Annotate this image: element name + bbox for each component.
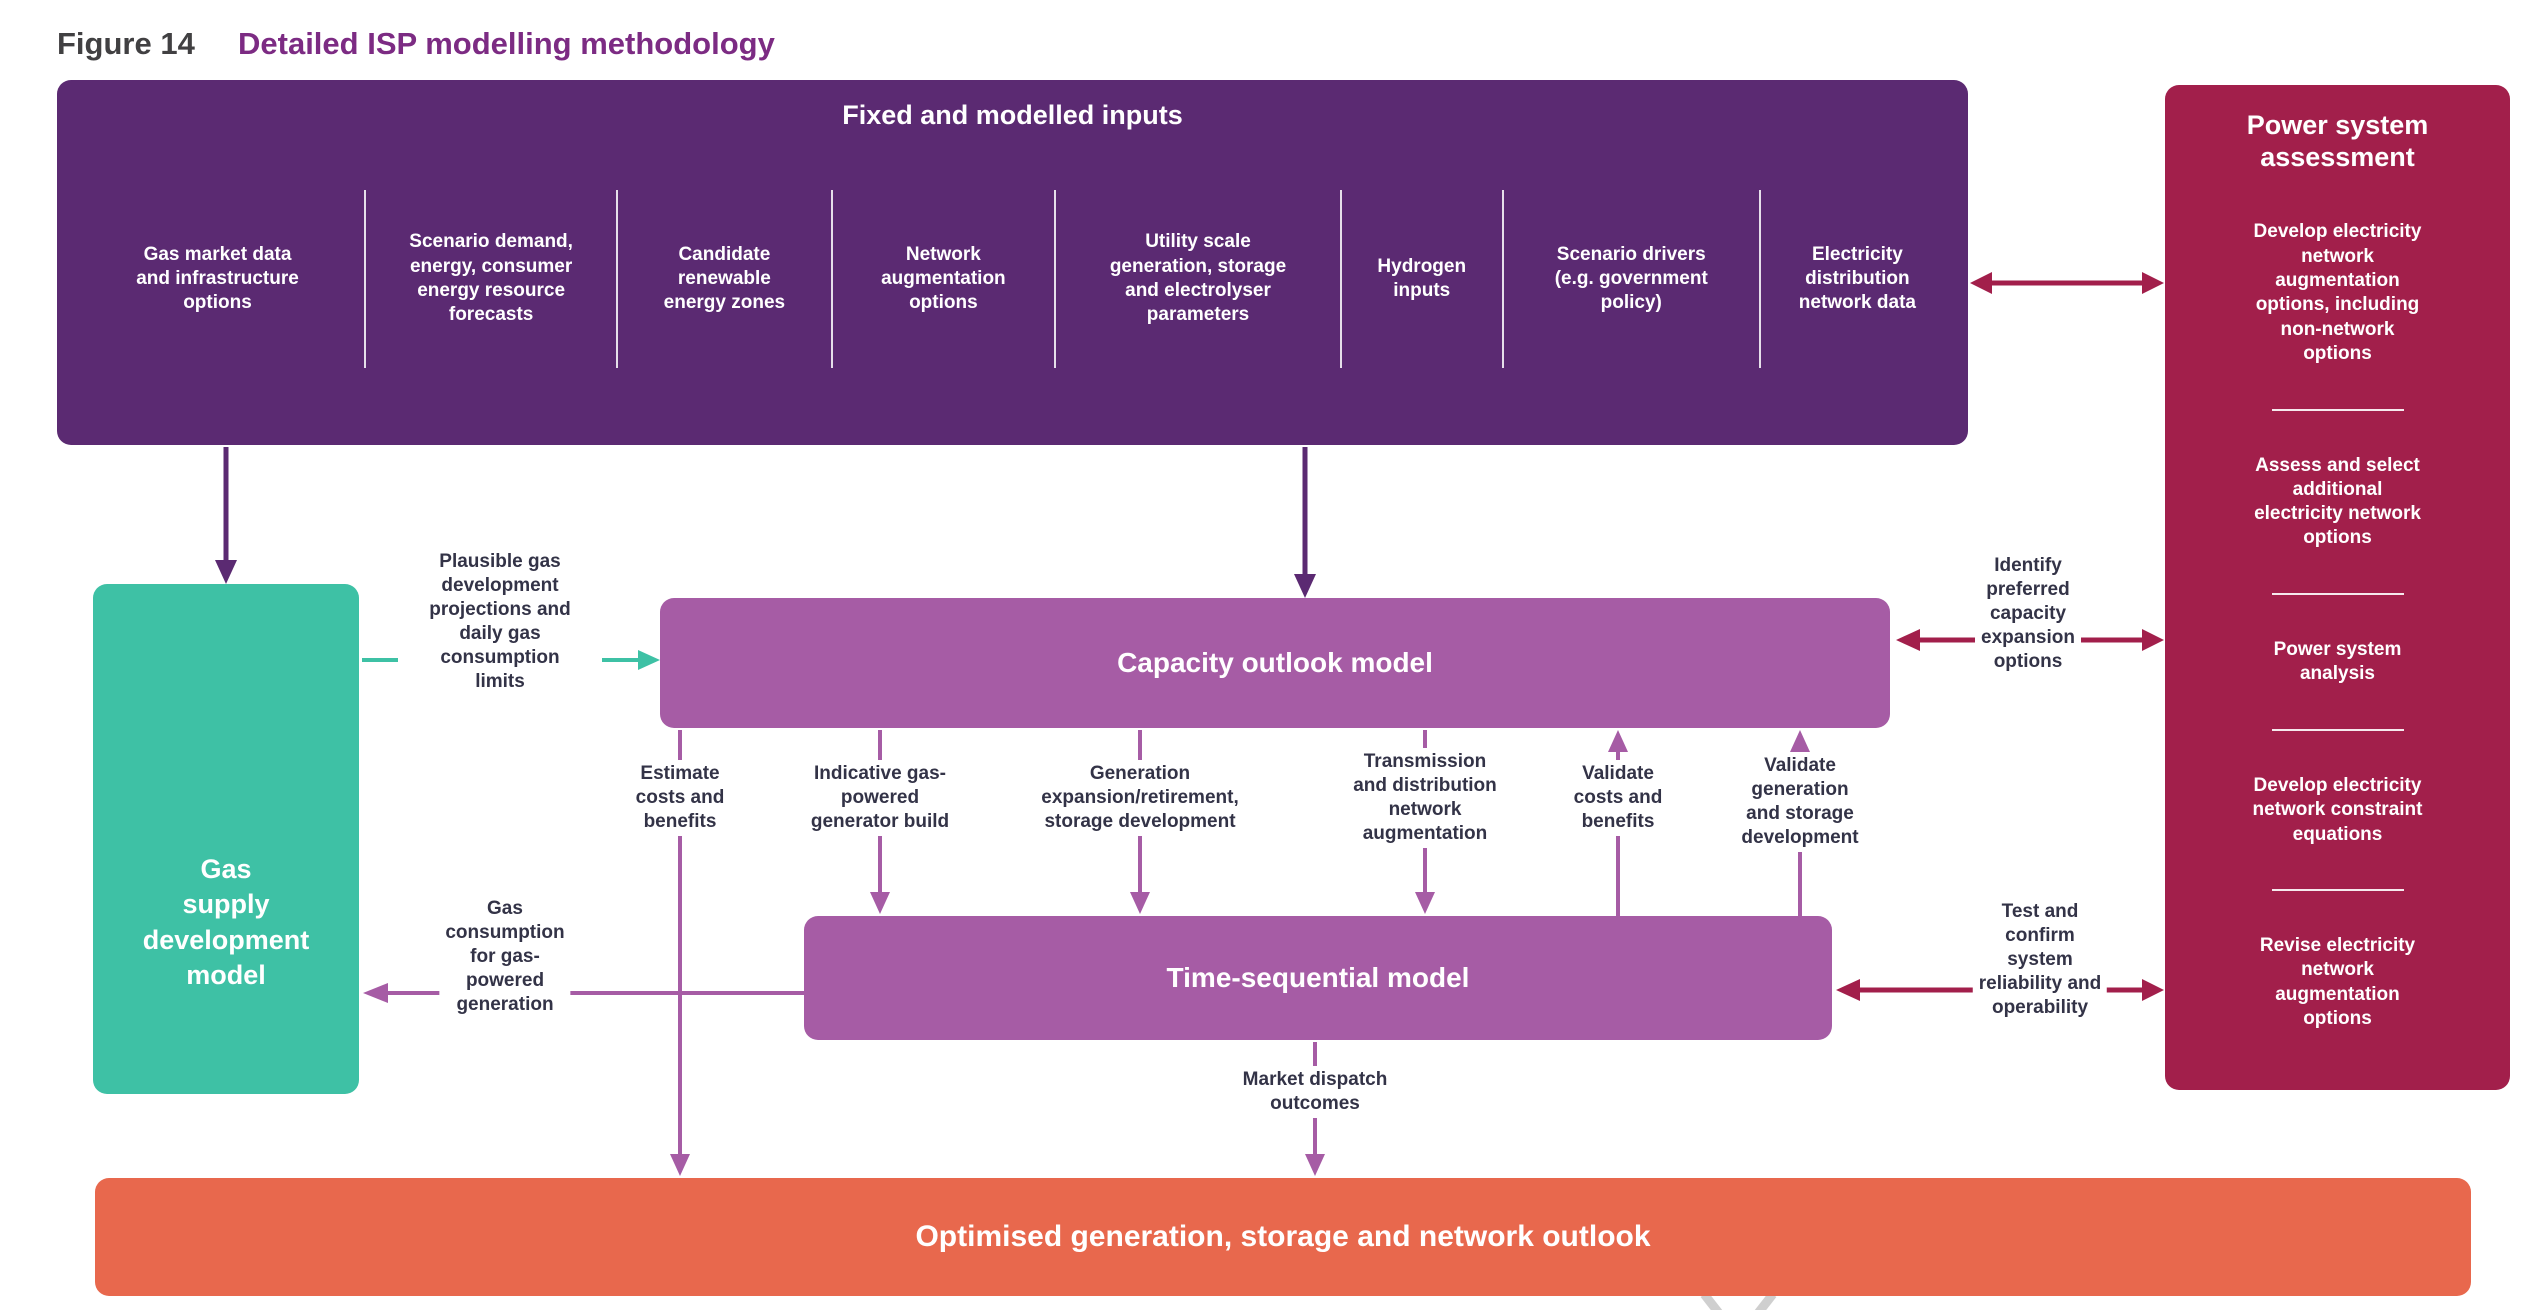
gas-supply-model-box: Gas supply development model: [93, 584, 359, 1094]
psa-separator: [2271, 593, 2404, 596]
arrowhead-inputs-psa-left: [1970, 272, 1992, 294]
time-sequential-model-label: Time-sequential model: [1166, 962, 1470, 993]
capacity-outlook-model-label: Capacity outlook model: [1117, 647, 1433, 678]
arrowhead-inputs-to-capacity: [1294, 574, 1316, 598]
column-separator: [364, 190, 366, 368]
arrowhead-indicative-gas: [870, 892, 890, 914]
optimised-outlook-box: Optimised generation, storage and networ…: [95, 1178, 2471, 1296]
input-column-scenario-drivers: Scenario drivers (e.g. government policy…: [1554, 243, 1708, 314]
psa-item-power-analysis: Power system analysis: [2273, 639, 2402, 685]
arrowhead-generation-expansion: [1130, 892, 1150, 914]
fixed-inputs-box: Fixed and modelled inputs Gas market dat…: [57, 80, 1968, 445]
arrowhead-gas-to-capacity: [638, 650, 660, 670]
fixed-inputs-columns: Gas market data and infrastructure optio…: [57, 131, 1968, 445]
arrowhead-inputs-to-gas-model: [215, 560, 237, 584]
input-column-utility-scale: Utility scale generation, storage and el…: [1109, 231, 1287, 326]
arrowhead-gas-consumption: [363, 983, 388, 1003]
input-column-network-augmentation: Network augmentation options: [881, 243, 1006, 314]
arrowhead-inputs-psa-right: [2142, 272, 2164, 294]
column-separator: [1501, 190, 1504, 368]
psa-item-develop-augmentation: Develop electricity network augmentation…: [2253, 221, 2422, 364]
arrowhead-transmission: [1415, 892, 1435, 914]
column-separator: [830, 190, 833, 368]
arrowhead-identify-left: [1896, 629, 1920, 651]
label-plausible-gas: Plausible gas development projections an…: [423, 548, 577, 696]
input-column-distribution-data: Electricity distribution network data: [1798, 243, 1916, 314]
gas-supply-model-label: Gas supply development model: [142, 853, 310, 991]
label-generation-expansion: Generation expansion/retirement, storage…: [1035, 760, 1245, 836]
power-system-assessment-title: Power system assessment: [2246, 110, 2429, 173]
column-separator: [616, 190, 619, 368]
figure-number: Figure 14: [57, 26, 195, 61]
psa-separator: [2271, 729, 2404, 732]
arrowhead-market-dispatch: [1305, 1154, 1325, 1176]
fixed-inputs-title: Fixed and modelled inputs: [842, 100, 1183, 130]
column-separator: [1054, 190, 1057, 368]
arrowhead-test-right: [2142, 979, 2164, 1001]
psa-item-constraint-equations: Develop electricity network constraint e…: [2252, 774, 2423, 845]
psa-item-assess-select: Assess and select additional electricity…: [2254, 454, 2421, 549]
optimised-outlook-label: Optimised generation, storage and networ…: [915, 1220, 1651, 1253]
label-indicative-gas: Indicative gas- powered generator build: [804, 760, 956, 836]
power-system-assessment-items: Develop electricity network augmentation…: [2179, 178, 2496, 1074]
input-column-scenario-demand: Scenario demand, energy, consumer energy…: [409, 231, 573, 326]
arrowhead-identify-right: [2142, 629, 2164, 651]
label-gas-consumption: Gas consumption for gas- powered generat…: [439, 895, 571, 1019]
label-validate-generation: Validate generation and storage developm…: [1735, 752, 1865, 852]
arrowhead-validate-generation: [1790, 730, 1810, 752]
input-column-gas-market: Gas market data and infrastructure optio…: [136, 243, 299, 314]
figure-title: Detailed ISP modelling methodology: [238, 26, 775, 61]
psa-item-revise-augmentation: Revise electricity network augmentation …: [2259, 935, 2416, 1030]
power-system-assessment-box: Power system assessment Develop electric…: [2165, 85, 2510, 1090]
input-column-renewable-zones: Candidate renewable energy zones: [663, 243, 786, 314]
arrowhead-validate-costs: [1608, 730, 1628, 752]
psa-separator: [2271, 889, 2404, 892]
label-estimate-costs: Estimate costs and benefits: [629, 760, 731, 836]
column-separator: [1339, 190, 1342, 368]
psa-separator: [2271, 408, 2404, 411]
arrowhead-test-left: [1836, 979, 1860, 1001]
arrowhead-estimate-costs: [670, 1154, 690, 1176]
time-sequential-model-box: Time-sequential model: [804, 916, 1832, 1040]
label-identify-preferred: Identify preferred capacity expansion op…: [1975, 552, 2081, 676]
column-separator: [1758, 190, 1761, 368]
label-transmission-augmentation: Transmission and distribution network au…: [1347, 748, 1503, 848]
input-column-hydrogen: Hydrogen inputs: [1377, 255, 1467, 301]
label-market-dispatch: Market dispatch outcomes: [1236, 1066, 1394, 1118]
capacity-outlook-model-box: Capacity outlook model: [660, 598, 1890, 728]
label-validate-costs: Validate costs and benefits: [1567, 760, 1669, 836]
label-test-confirm: Test and confirm system reliability and …: [1972, 898, 2108, 1022]
